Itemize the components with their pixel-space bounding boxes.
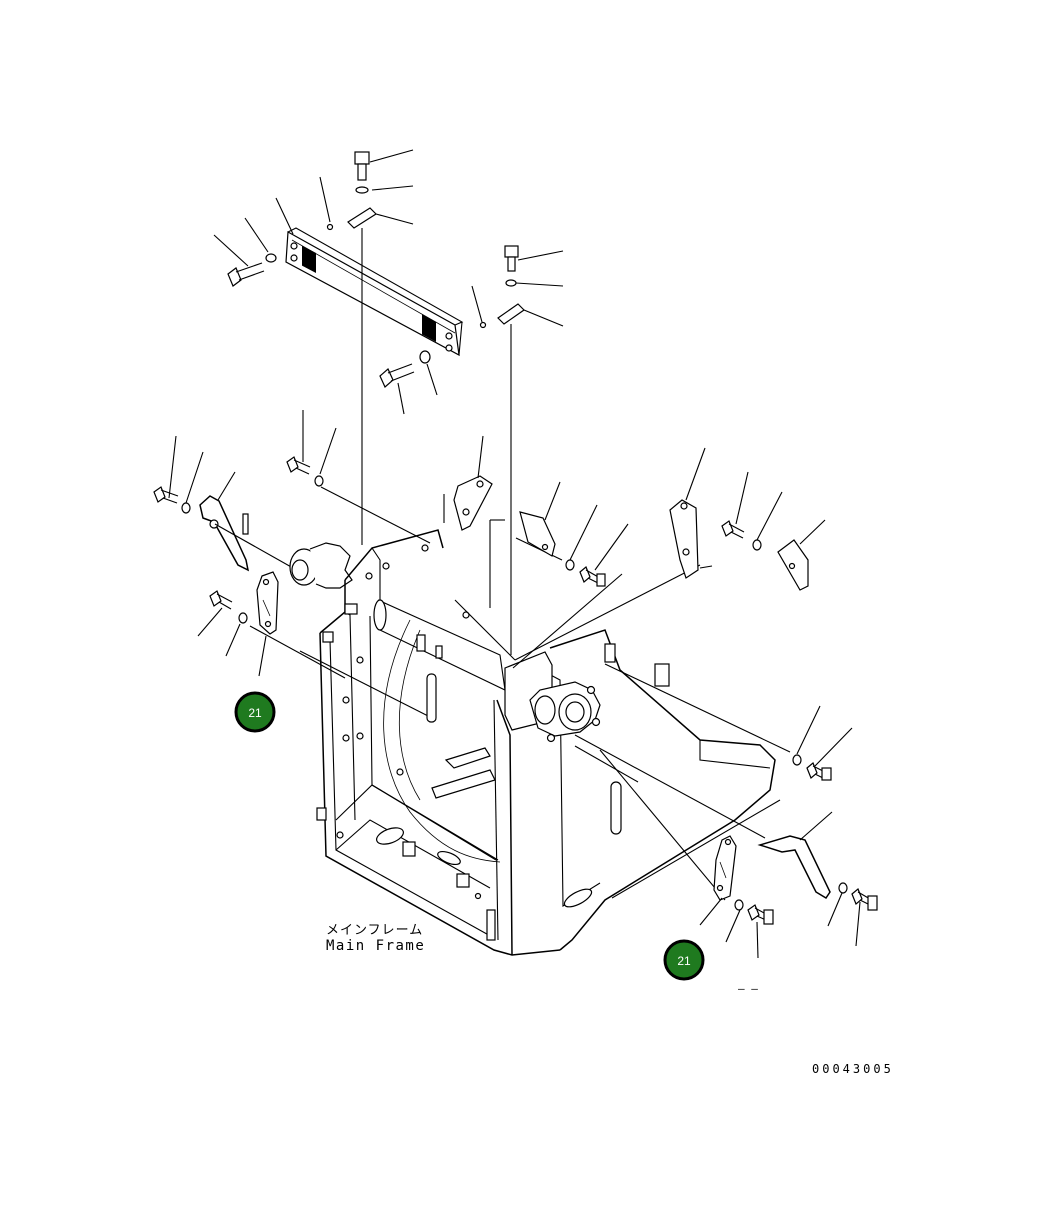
coupling-right bbox=[504, 651, 601, 743]
bolt-left-2 bbox=[286, 456, 324, 487]
plate-right bbox=[713, 835, 737, 901]
bolt-right-mid bbox=[806, 762, 832, 781]
figure-number: 00043005 bbox=[812, 1062, 894, 1076]
callout-badge-right[interactable]: 21 bbox=[663, 939, 705, 981]
bolt-left-1 bbox=[153, 486, 191, 514]
plate-left bbox=[256, 571, 279, 635]
bolt-center-2 bbox=[579, 566, 606, 587]
dash-mark: — — bbox=[738, 982, 758, 995]
top-cross-beam bbox=[285, 227, 464, 357]
callout-badge-left[interactable]: 21 bbox=[234, 691, 276, 733]
bracket-right-upper bbox=[669, 499, 699, 579]
bolt-upper-right bbox=[497, 245, 525, 325]
bolt-top-left bbox=[227, 253, 277, 287]
bolt-right-lower bbox=[851, 888, 878, 911]
caption-english: Main Frame bbox=[326, 938, 425, 954]
bracket-center-upper bbox=[453, 475, 493, 531]
callout-badge-left-label: 21 bbox=[248, 706, 262, 720]
bolt-right-upper bbox=[721, 520, 762, 551]
handrail-right bbox=[757, 835, 831, 900]
bolt-left-3 bbox=[209, 590, 248, 624]
bolt-right-bottom bbox=[747, 904, 774, 925]
bolt-upper-vertical bbox=[347, 151, 377, 229]
bolt-center bbox=[379, 350, 431, 388]
caption-japanese: メインフレーム bbox=[326, 923, 423, 938]
handrail-left bbox=[199, 495, 250, 572]
bracket-right-2 bbox=[777, 539, 809, 591]
callout-badge-right-label: 21 bbox=[677, 954, 691, 968]
bracket-center-2 bbox=[519, 511, 556, 557]
coupling-left bbox=[289, 542, 353, 589]
main-frame bbox=[316, 529, 776, 956]
